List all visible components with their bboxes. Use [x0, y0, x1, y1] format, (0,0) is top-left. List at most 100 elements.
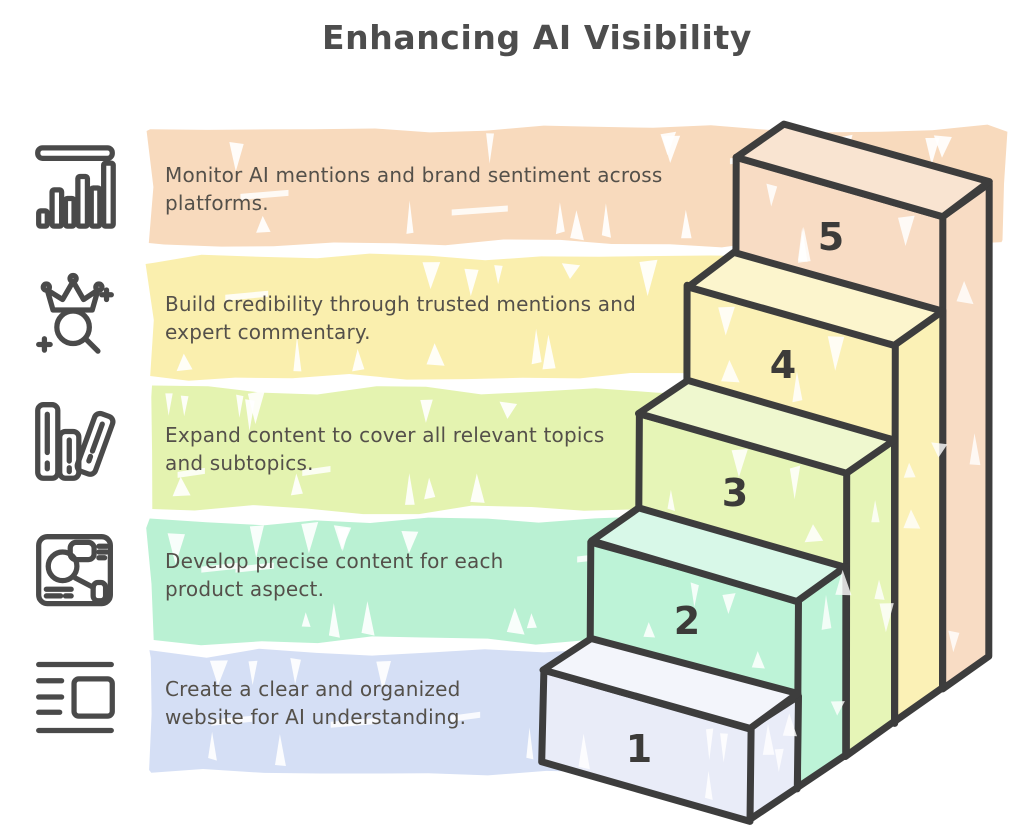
texture-mark — [494, 265, 503, 285]
texture-mark — [766, 183, 778, 207]
bar-chart-icon — [35, 145, 116, 229]
step-3-row: Expand content to cover all relevant top… — [30, 389, 690, 514]
texture-mark — [236, 394, 244, 418]
texture-mark — [235, 562, 274, 573]
texture-mark — [361, 601, 375, 636]
texture-mark — [301, 522, 319, 554]
texture-mark — [245, 399, 255, 431]
texture-mark — [681, 209, 692, 239]
texture-mark — [420, 399, 433, 423]
texture-mark — [898, 215, 915, 246]
step-3-number: 3 — [722, 471, 748, 515]
texture-mark — [240, 189, 289, 200]
step-4-side-face — [889, 306, 947, 727]
texture-mark — [177, 467, 205, 478]
texture-mark — [542, 334, 556, 370]
texture-mark — [578, 733, 590, 770]
step-5-side-face — [939, 179, 993, 693]
step-1-top-face — [539, 635, 802, 732]
texture-mark — [789, 465, 801, 500]
texture-mark — [499, 401, 518, 419]
texture-mark — [376, 661, 391, 691]
texture-mark — [486, 133, 494, 164]
texture-mark — [211, 715, 253, 726]
crown-magnifier-icon — [36, 272, 114, 354]
texture-mark — [172, 476, 191, 497]
texture-mark — [774, 748, 784, 772]
step-2-description: Develop precise content for each product… — [165, 549, 504, 601]
texture-mark — [249, 525, 264, 558]
content-diagram-icon — [36, 534, 113, 607]
texture-mark — [731, 449, 748, 478]
step-3-top-face — [635, 376, 898, 477]
step-3-description: Expand content to cover all relevant top… — [165, 423, 605, 475]
texture-mark — [248, 660, 258, 686]
texture-mark — [531, 328, 542, 365]
texture-mark — [561, 263, 581, 279]
texture-mark — [555, 202, 565, 235]
step-3-side-face — [841, 434, 898, 760]
texture-mark — [229, 142, 244, 172]
texture-mark — [925, 137, 940, 165]
texture-mark — [201, 562, 240, 573]
texture-mark — [903, 462, 916, 478]
texture-mark — [804, 524, 824, 543]
texture-mark — [948, 630, 960, 653]
texture-mark — [835, 569, 852, 596]
step-1-row: Create a clear and organized website for… — [30, 652, 690, 777]
texture-mark — [792, 371, 803, 403]
texture-mark — [830, 701, 845, 716]
step-4-description: Build credibility through trusted mentio… — [165, 292, 636, 344]
texture-mark — [933, 135, 952, 158]
texture-mark — [874, 579, 885, 600]
texture-mark — [706, 728, 714, 761]
texture-mark — [208, 731, 217, 761]
texture-mark — [352, 349, 365, 372]
step-2-row: Develop precise content for each product… — [30, 520, 690, 645]
texture-mark — [301, 612, 311, 627]
texture-mark — [302, 466, 331, 477]
texture-mark — [424, 477, 436, 500]
texture-mark — [639, 259, 658, 297]
page-title: Enhancing AI Visibility — [322, 18, 752, 57]
step-4-row: Build credibility through trusted mentio… — [30, 257, 690, 382]
texture-mark — [290, 473, 303, 496]
texture-mark — [660, 131, 677, 156]
texture-mark — [333, 525, 352, 550]
texture-mark — [718, 306, 735, 336]
texture-mark — [871, 500, 880, 523]
website-wireframe-icon — [36, 661, 115, 734]
texture-mark — [293, 336, 302, 372]
texture-mark — [225, 290, 269, 301]
texture-mark — [180, 395, 189, 417]
texture-mark — [782, 713, 797, 737]
texture-mark — [450, 711, 481, 722]
texture-mark — [705, 770, 713, 800]
texture-mark — [722, 593, 736, 614]
texture-mark — [751, 651, 765, 669]
texture-mark — [762, 723, 775, 755]
texture-mark — [570, 210, 584, 241]
texture-mark — [247, 390, 265, 425]
texture-mark — [956, 281, 974, 305]
texture-mark — [667, 489, 675, 511]
texture-mark — [601, 203, 611, 238]
texture-mark — [821, 594, 832, 630]
texture-mark — [506, 607, 525, 635]
texture-mark — [406, 200, 414, 234]
step-2-number: 2 — [674, 599, 700, 643]
step-5-top-face — [732, 120, 993, 221]
texture-mark — [275, 734, 286, 766]
step-2-top-face — [588, 504, 849, 605]
texture-mark — [690, 582, 699, 608]
texture-mark — [401, 531, 419, 554]
step-4-number: 4 — [770, 343, 796, 387]
step-1-number: 1 — [626, 727, 652, 771]
texture-mark — [451, 205, 508, 216]
texture-mark — [328, 603, 340, 638]
texture-mark — [931, 442, 948, 458]
texture-mark — [209, 660, 228, 686]
step-4-top-face — [684, 248, 947, 349]
